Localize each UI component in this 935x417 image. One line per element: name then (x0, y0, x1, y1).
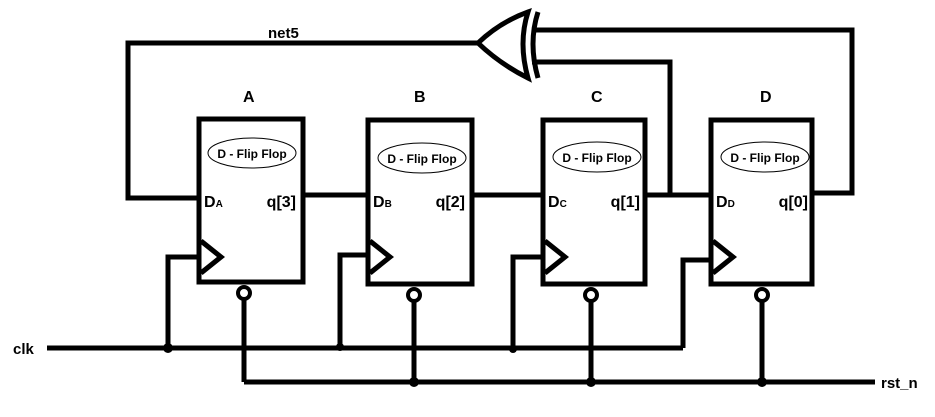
rst-n-label: rst_n (881, 375, 918, 392)
q-pin-label: q[0] (779, 194, 808, 211)
ff-name: A (243, 89, 255, 106)
clk-label: clk (13, 341, 35, 358)
clock-triangle-icon (543, 239, 570, 275)
q-pin-label: q[3] (267, 194, 296, 211)
junction-dot (586, 377, 596, 387)
ff-type-label: D - Flip Flop (387, 152, 456, 166)
ff-type-label: D - Flip Flop (730, 151, 799, 165)
wire-clk-d (680, 257, 711, 348)
reset-bubble-icon (583, 287, 599, 303)
ff-type-label: D - Flip Flop (217, 147, 286, 161)
q-pin-label: q[1] (611, 194, 640, 211)
net5-label: net5 (268, 25, 299, 42)
reset-bubble-icon (236, 285, 252, 301)
junction-dot (163, 343, 173, 353)
ff-name: D (760, 89, 772, 106)
ff-name: B (414, 89, 426, 106)
ff-type-oval (377, 142, 467, 174)
wire-net5 (125, 40, 478, 201)
d-pin-label: DD (716, 194, 735, 211)
ff-type-label: D - Flip Flop (562, 151, 631, 165)
wire-q0-feedback (532, 27, 855, 196)
xor-gate-icon (474, 7, 541, 83)
flip-flop-b: B D - Flip Flop DB q[2] (365, 89, 475, 303)
d-pin-label: DA (204, 194, 223, 211)
junction-dot (409, 377, 419, 387)
d-pin-label: DC (548, 194, 567, 211)
ff-type-oval (207, 137, 297, 169)
q-pin-label: q[2] (436, 194, 465, 211)
ff-name: C (591, 89, 603, 106)
ff-type-oval (552, 141, 642, 173)
clock-triangle-icon (711, 239, 738, 275)
flip-flop-d: D D - Flip Flop DD q[0] (708, 89, 815, 303)
wire-q1-feedback (532, 59, 673, 195)
wire-clk-b (337, 252, 368, 348)
junction-dot (336, 343, 344, 351)
reset-bubble-icon (406, 287, 422, 303)
flip-flop-c: C D - Flip Flop DC q[1] (540, 89, 648, 303)
junction-dot (757, 377, 767, 387)
d-pin-label: DB (373, 194, 392, 211)
flip-flop-a: A D - Flip Flop DA q[3] (196, 89, 306, 301)
ff-type-oval (720, 141, 810, 173)
wire-clk-c (510, 254, 543, 348)
clock-triangle-icon (368, 239, 395, 275)
reset-bubble-icon (754, 287, 770, 303)
clock-triangle-icon (199, 239, 226, 275)
junction-dot (509, 345, 517, 353)
wire-clk-a (165, 254, 199, 348)
